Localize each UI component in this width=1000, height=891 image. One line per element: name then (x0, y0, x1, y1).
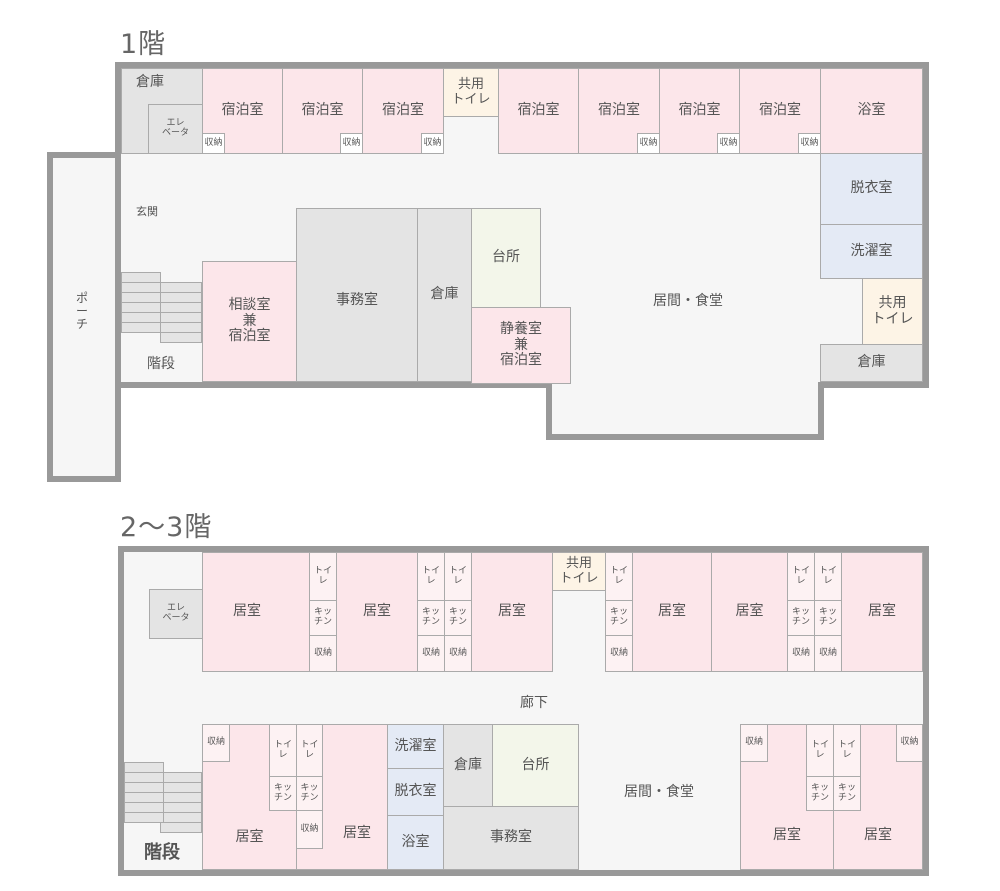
unit-closet: 収納 (309, 635, 337, 672)
stairs-label: 階段 (147, 356, 175, 372)
closet: 収納 (798, 133, 821, 154)
closet: 収納 (717, 133, 740, 154)
corridor-label: 廊下 (520, 695, 548, 711)
guest-room: 宿泊室 (498, 68, 579, 154)
unit-kitchen: キッチン (605, 600, 633, 636)
unit-closet: 収納 (202, 724, 230, 762)
stair-step (160, 822, 202, 833)
unit-kitchen: キッチン (814, 600, 842, 636)
consultation-guest-room: 相談室 兼 宿泊室 (202, 261, 297, 382)
unit-kitchen: キッチン (833, 776, 861, 811)
elevator: エレ ベータ (148, 104, 203, 154)
living-unit: 居室 (471, 552, 553, 672)
unit-kitchen: キッチン (296, 776, 323, 811)
bathroom: 浴室 (820, 68, 923, 154)
stair-step (160, 332, 202, 343)
kitchen: 台所 (492, 724, 579, 807)
living-unit: 居室 (711, 552, 788, 672)
unit-toilet: トイレ (806, 724, 834, 777)
laundry-room: 洗濯室 (387, 724, 444, 769)
unit-toilet: トイレ (417, 552, 445, 601)
unit-kitchen: キッチン (787, 600, 815, 636)
closet: 収納 (340, 133, 363, 154)
unit-toilet: トイレ (444, 552, 472, 601)
unit-toilet: トイレ (269, 724, 297, 777)
storage-room: 倉庫 (443, 724, 493, 807)
unit-kitchen: キッチン (269, 776, 297, 811)
elevator: エレ ベータ (149, 589, 203, 639)
unit-toilet: トイレ (833, 724, 861, 777)
living-unit: 居室 (841, 552, 923, 672)
unit-closet: 収納 (787, 635, 815, 672)
unit-toilet: トイレ (605, 552, 633, 601)
floor2-title: 2〜3階 (120, 512, 213, 543)
bathroom: 浴室 (387, 815, 444, 870)
office: 事務室 (443, 806, 579, 870)
storage-room: 倉庫 (820, 344, 923, 382)
stair-step (121, 322, 161, 333)
unit-kitchen: キッチン (417, 600, 445, 636)
unit-closet: 収納 (444, 635, 472, 672)
unit-toilet: トイレ (296, 724, 323, 777)
unit-toilet: トイレ (309, 552, 337, 601)
unit-closet: 収納 (740, 724, 768, 762)
entrance-label: 玄関 (136, 205, 158, 218)
closet: 収納 (637, 133, 660, 154)
unit-kitchen: キッチン (806, 776, 834, 811)
closet: 収納 (421, 133, 444, 154)
floor1-title: 1階 (120, 29, 167, 60)
porch-label: ポ ー チ (75, 291, 89, 332)
living-unit: 居室 (632, 552, 712, 672)
dressing-room: 脱衣室 (387, 768, 444, 816)
unit-closet: 収納 (417, 635, 445, 672)
unit-closet: 収納 (605, 635, 633, 672)
stairs-label: 階段 (144, 842, 180, 863)
unit-kitchen: キッチン (444, 600, 472, 636)
rest-guest-room: 静養室 兼 宿泊室 (471, 307, 571, 384)
living-dining-label: 居間・食堂 (624, 784, 694, 800)
unit-closet: 収納 (814, 635, 842, 672)
unit-closet: 収納 (896, 724, 923, 762)
kitchen: 台所 (471, 208, 541, 308)
living-dining-label: 居間・食堂 (653, 293, 723, 309)
shared-toilet: 共用 トイレ (552, 552, 606, 591)
unit-kitchen: キッチン (309, 600, 337, 636)
stair-step (124, 812, 164, 823)
office: 事務室 (296, 208, 418, 382)
unit-closet: 収納 (296, 810, 323, 849)
unit-toilet: トイレ (787, 552, 815, 601)
closet: 収納 (202, 133, 225, 154)
dressing-room: 脱衣室 (820, 153, 923, 225)
storage-room: 倉庫 (417, 208, 472, 382)
laundry-room: 洗濯室 (820, 224, 923, 279)
unit-toilet: トイレ (814, 552, 842, 601)
porch-area (47, 152, 121, 482)
living-unit: 居室 (336, 552, 418, 672)
shared-toilet: 共用 トイレ (862, 278, 923, 345)
shared-toilet: 共用 トイレ (443, 68, 499, 117)
